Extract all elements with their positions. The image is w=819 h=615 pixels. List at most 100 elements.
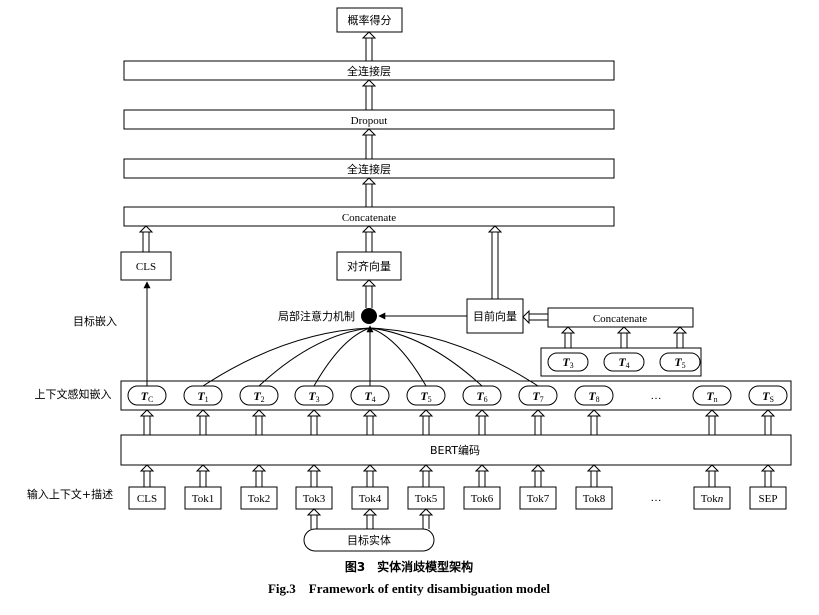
caption-cn: 图3 实体消歧模型架构: [345, 559, 473, 574]
arrow-input-to-bert: [139, 464, 155, 487]
target-entity-label: 目标实体: [347, 533, 391, 547]
context-token: T6: [462, 385, 502, 406]
target-concatenate-node: Concatenate: [547, 307, 694, 328]
arrow-input-to-bert: [251, 464, 267, 487]
arrow-bert-to-context: [704, 409, 720, 435]
arrow-concat2-to-target: [522, 309, 548, 325]
input-token: Tok8: [575, 486, 613, 510]
arrow-bert-to-context: [306, 409, 322, 435]
target-token: T3: [547, 352, 589, 372]
arrow-input-to-bert: [586, 464, 602, 487]
dropout-layer: Dropout: [123, 109, 615, 130]
arrow-fc-to-dropout: [361, 128, 377, 159]
arrow-dropout-to-fc: [361, 79, 377, 110]
arrow-bert-to-context: [139, 409, 155, 435]
arrow-input-to-bert: [760, 464, 776, 487]
bert-encoder-label: BERT编码: [430, 443, 480, 457]
input-token-label: CLS: [137, 493, 157, 505]
context-token-label: T8: [588, 389, 599, 404]
bert-encoder: BERT编码: [120, 434, 792, 466]
input-token-label: Tok2: [248, 493, 270, 505]
attention-arc: [202, 327, 371, 387]
local-attention-node: 局部注意力机制: [278, 308, 377, 324]
local-attention-label: 局部注意力机制: [278, 309, 355, 323]
context-token-label: T6: [476, 389, 487, 404]
concatenate-label: Concatenate: [342, 212, 396, 224]
arrow-target-token-up: [672, 326, 688, 348]
arrow-bert-to-context: [530, 409, 546, 435]
target-vector-label: 目前向量: [473, 309, 517, 323]
input-token-label: Tok8: [583, 493, 606, 505]
arrow-input-to-bert: [704, 464, 720, 487]
target-vector-node: 目前向量: [466, 298, 524, 334]
context-token: …: [651, 390, 662, 402]
arrow-bert-to-context: [418, 409, 434, 435]
input-token-label: Tokn: [701, 493, 724, 505]
context-token: Tn: [692, 385, 732, 406]
arrow-input-to-bert: [362, 464, 378, 487]
attention-arc: [313, 327, 371, 387]
arrow-bert-to-context: [586, 409, 602, 435]
context-token-label: T5: [420, 389, 431, 404]
ellipsis-label: …: [651, 492, 662, 504]
context-embedding-side-label: 上下文感知嵌入: [35, 387, 112, 401]
arrow-bert-to-context: [362, 409, 378, 435]
probability-score-label: 概率得分: [348, 13, 392, 27]
input-token: Tok7: [519, 486, 557, 510]
input-token: Tok3: [295, 486, 333, 510]
attention-arc: [369, 327, 539, 387]
input-token: Tok6: [463, 486, 501, 510]
fc-layer-top: 全连接层: [123, 60, 615, 81]
arrow-cls-to-concat: [138, 225, 154, 252]
fc-layer-mid: 全连接层: [123, 158, 615, 179]
arrow-input-to-bert: [530, 464, 546, 487]
arrow-entity-to-token: [306, 508, 322, 529]
target-token: T4: [603, 352, 645, 372]
context-token: T3: [294, 385, 334, 406]
target-entity-node: 目标实体: [303, 528, 435, 552]
target-token-panel: T3 T4 T5: [540, 347, 702, 377]
context-token-label: T2: [253, 389, 264, 404]
concatenate-layer: Concatenate: [123, 206, 615, 227]
arrow-fc-to-prob: [361, 31, 377, 61]
arrow-target-token-up: [560, 326, 576, 348]
context-token: T8: [574, 385, 614, 406]
context-token-label: TC: [141, 389, 154, 404]
input-token: Tokn: [693, 486, 731, 510]
context-token: TS: [748, 385, 788, 406]
context-token: T4: [350, 385, 390, 406]
input-token: Tok4: [351, 486, 389, 510]
alignment-vector-node: 对齐向量: [336, 251, 402, 281]
input-token: CLS: [128, 486, 166, 510]
input-token-label: SEP: [759, 493, 778, 505]
input-token-label: Tok4: [359, 493, 382, 505]
ellipsis-label: …: [651, 390, 662, 402]
attention-arc: [369, 327, 427, 387]
fc-layer-mid-label: 全连接层: [347, 162, 391, 176]
cls-vector-label: CLS: [136, 261, 156, 273]
input-token-label: Tok3: [303, 493, 326, 505]
arrow-input-to-bert: [306, 464, 322, 487]
input-token-label: Tok7: [527, 493, 550, 505]
arrow-input-to-bert: [195, 464, 211, 487]
context-token-label: T7: [532, 389, 543, 404]
cls-vector-node: CLS: [120, 251, 172, 281]
context-token: TC: [127, 385, 167, 406]
arrow-entity-to-token: [418, 508, 434, 529]
target-token: T5: [659, 352, 701, 372]
context-token-label: TS: [762, 389, 774, 404]
input-token: …: [651, 492, 662, 504]
arrow-align-to-concat: [361, 225, 377, 252]
arrow-target-token-up: [616, 326, 632, 348]
arrow-bert-to-context: [474, 409, 490, 435]
arrow-bert-to-context: [195, 409, 211, 435]
attention-arc: [258, 327, 371, 387]
target-token-label: T3: [562, 355, 573, 370]
context-token: T5: [406, 385, 446, 406]
context-token-label: T3: [308, 389, 319, 404]
alignment-vector-label: 对齐向量: [347, 259, 391, 273]
target-concatenate-label: Concatenate: [593, 313, 647, 325]
probability-score-node: 概率得分: [336, 7, 403, 33]
input-token: Tok1: [184, 486, 222, 510]
context-token: T7: [518, 385, 558, 406]
